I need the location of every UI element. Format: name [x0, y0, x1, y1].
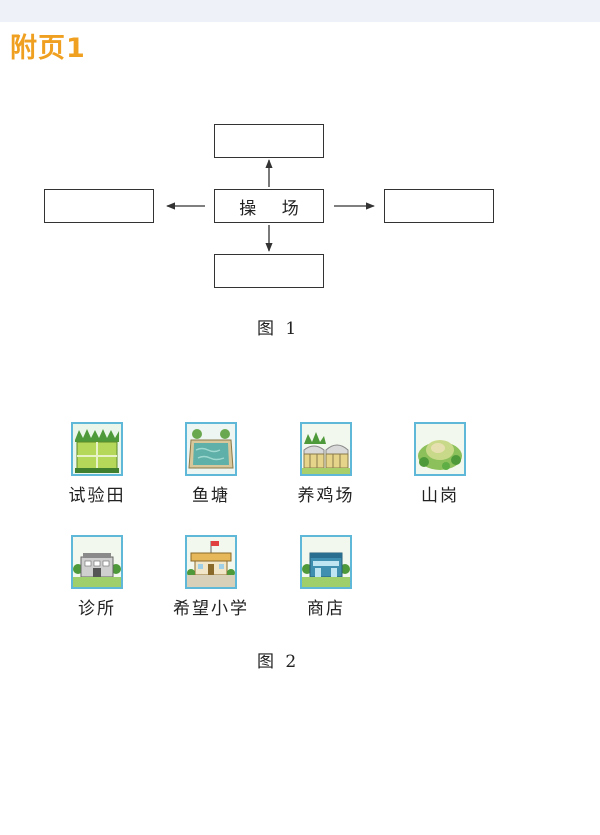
- playground-box: 操 场: [214, 189, 324, 223]
- place-tile[interactable]: 希望小学: [151, 535, 271, 619]
- figure2-caption: 图 2: [257, 652, 300, 672]
- place-label: 鱼塘: [192, 486, 230, 506]
- place-label: 希望小学: [173, 599, 249, 619]
- clinic-icon: [71, 535, 123, 589]
- school-icon: [185, 535, 237, 589]
- west-blank-box[interactable]: [44, 189, 154, 223]
- playground-label: 操 场: [239, 198, 309, 219]
- page-title: 附页1: [10, 33, 86, 64]
- chicken-farm-icon: [300, 422, 352, 476]
- place-tile[interactable]: 商店: [266, 535, 386, 619]
- field-icon: [71, 422, 123, 476]
- figure1-caption: 图 1: [257, 319, 300, 339]
- place-label: 试验田: [68, 486, 126, 506]
- place-tile[interactable]: 诊所: [37, 535, 157, 619]
- place-tile[interactable]: 试验田: [37, 422, 157, 506]
- east-blank-box[interactable]: [384, 189, 494, 223]
- place-tile[interactable]: 养鸡场: [266, 422, 386, 506]
- shop-icon: [300, 535, 352, 589]
- place-label: 养鸡场: [297, 486, 355, 506]
- place-label: 诊所: [78, 599, 116, 619]
- fish-pond-icon: [185, 422, 237, 476]
- hill-icon: [414, 422, 466, 476]
- place-tile[interactable]: 山岗: [380, 422, 500, 506]
- top-band: [0, 0, 600, 22]
- place-label: 山岗: [421, 486, 459, 506]
- north-blank-box[interactable]: [214, 124, 324, 158]
- place-label: 商店: [307, 599, 345, 619]
- south-blank-box[interactable]: [214, 254, 324, 288]
- place-tile[interactable]: 鱼塘: [151, 422, 271, 506]
